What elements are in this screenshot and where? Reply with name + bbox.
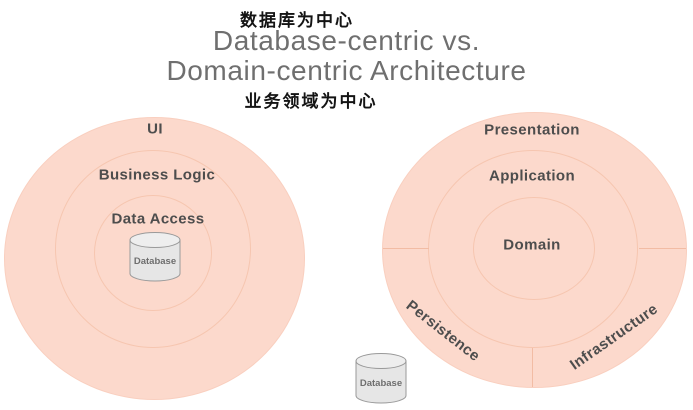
right-divider-left — [383, 248, 429, 249]
cn-label-domain-centric: 业务领域为中心 — [244, 92, 378, 111]
left-database-cylinder-icon: Database — [129, 232, 181, 282]
right-divider-bottom — [532, 348, 533, 387]
right-ring-label-presentation: Presentation — [484, 121, 580, 139]
right-ring-label-application: Application — [488, 167, 576, 185]
page-title: Database-centric vs. Domain-centric Arch… — [0, 26, 693, 86]
left-ring-label-data-access: Data Access — [111, 210, 205, 228]
right-divider-right — [639, 248, 686, 249]
right-ring-label-domain: Domain — [503, 236, 561, 254]
right-database-label: Database — [360, 378, 402, 389]
right-database-cylinder-icon: Database — [355, 353, 407, 404]
left-ring-label-ui: UI — [147, 120, 163, 138]
page-title-line1: Database-centric vs. — [212, 25, 481, 56]
cn-label-database-centric: 数据库为中心 — [240, 11, 354, 30]
left-ring-label-business-logic: Business Logic — [98, 166, 216, 184]
right-inner-ring — [473, 197, 595, 300]
left-database-label: Database — [134, 256, 176, 267]
left-middle-ring — [55, 150, 251, 348]
page-title-line2: Domain-centric Architecture — [166, 55, 527, 86]
